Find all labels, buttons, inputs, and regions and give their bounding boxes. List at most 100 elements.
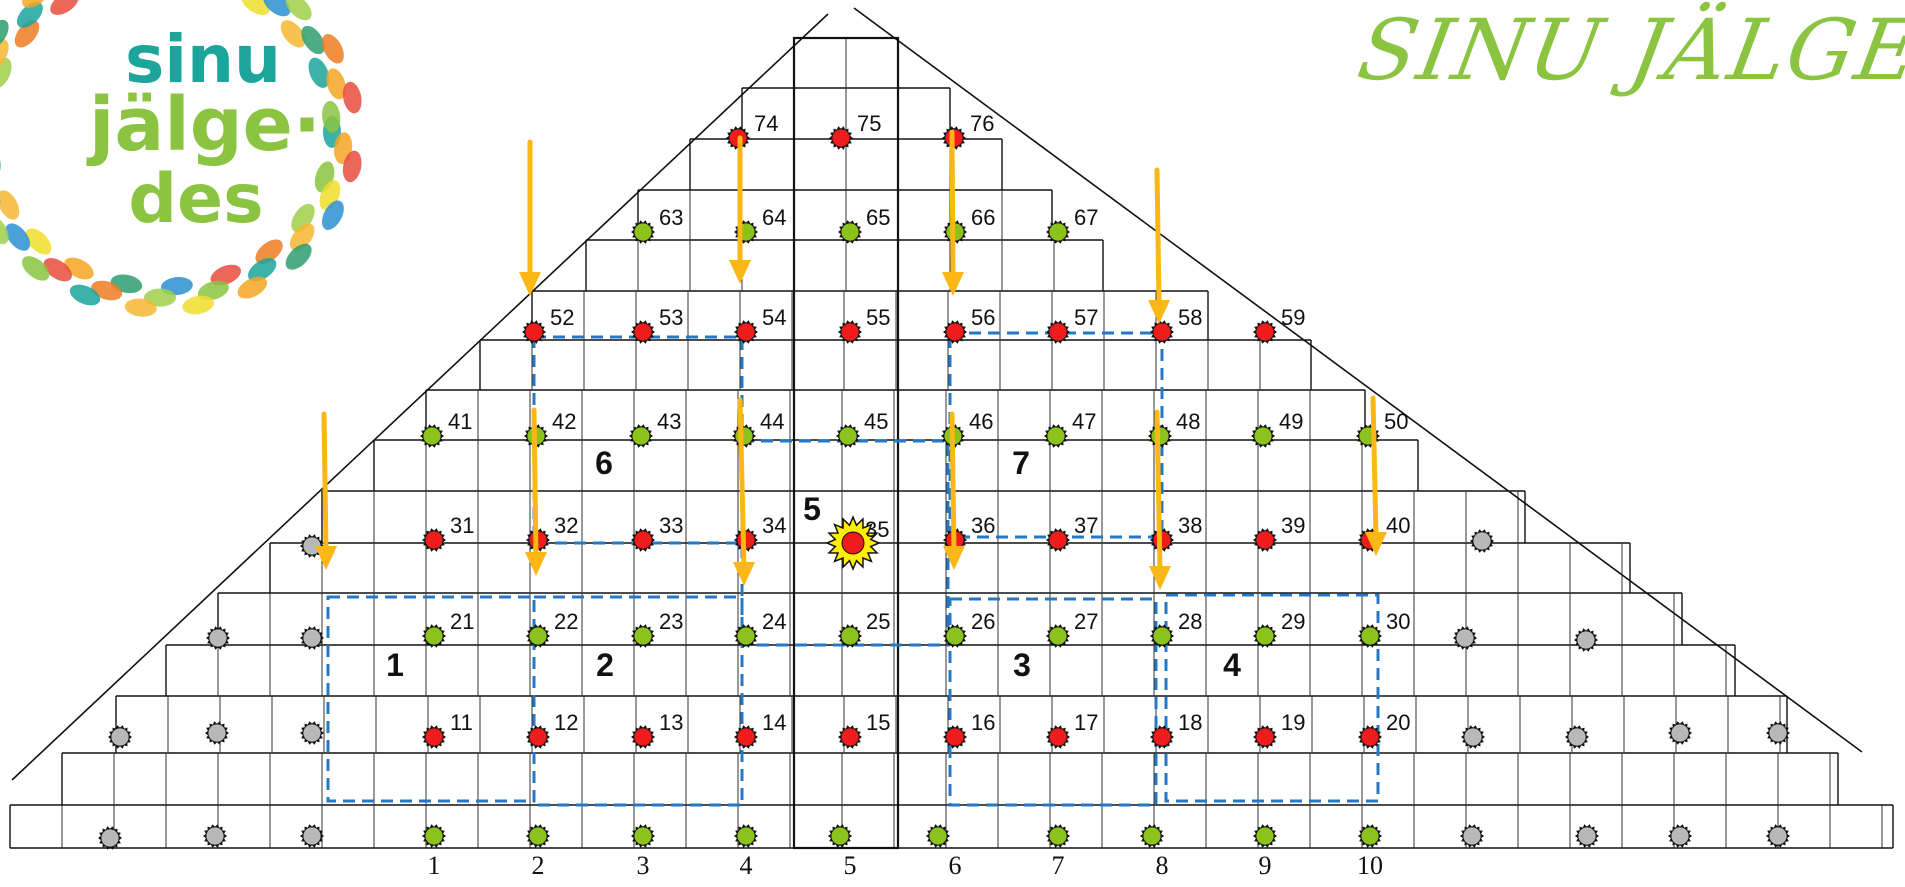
point-label-47: 47 xyxy=(1072,409,1096,434)
marker-fill xyxy=(303,629,320,646)
marker-fill xyxy=(303,724,320,741)
zone-label-7: 7 xyxy=(1012,445,1030,481)
column-label-7: 7 xyxy=(1052,851,1065,880)
point-label-58: 58 xyxy=(1178,305,1202,330)
marker-fill xyxy=(1671,827,1688,844)
marker-fill xyxy=(1153,627,1170,644)
marker-fill xyxy=(1577,631,1594,648)
logo-ring-blob xyxy=(46,0,83,20)
marker-fill xyxy=(841,323,858,340)
marker-fill xyxy=(529,728,546,745)
point-label-33: 33 xyxy=(659,513,683,538)
marker-fill xyxy=(1256,627,1273,644)
point-label-46: 46 xyxy=(969,409,993,434)
marker-fill xyxy=(1143,827,1160,844)
column-label-4: 4 xyxy=(740,851,753,880)
marker-fill xyxy=(737,627,754,644)
marker-fill xyxy=(206,827,223,844)
point-label-24: 24 xyxy=(762,609,786,634)
marker-fill xyxy=(634,531,651,548)
point-label-64: 64 xyxy=(762,205,786,230)
gray-point xyxy=(205,721,229,744)
marker-fill xyxy=(111,728,128,745)
column-label-8: 8 xyxy=(1156,851,1169,880)
bottom-green-point xyxy=(1140,824,1164,847)
gray-point xyxy=(1565,725,1589,748)
marker-fill xyxy=(1769,827,1786,844)
red-point-17 xyxy=(1046,725,1070,748)
marker-fill xyxy=(634,223,651,240)
gray-point xyxy=(1575,824,1599,847)
marker-fill xyxy=(1568,728,1585,745)
column-label-9: 9 xyxy=(1259,851,1272,880)
marker-fill xyxy=(1464,728,1481,745)
point-label-20: 20 xyxy=(1386,710,1410,735)
gray-point xyxy=(300,721,324,744)
marker-fill xyxy=(529,827,546,844)
column-label-1: 1 xyxy=(428,851,441,880)
column-label-2: 2 xyxy=(532,851,545,880)
marker-fill xyxy=(1153,728,1170,745)
green-point-41 xyxy=(420,424,444,447)
marker-fill xyxy=(1049,323,1066,340)
point-label-25: 25 xyxy=(866,609,890,634)
gray-point xyxy=(1461,725,1485,748)
point-label-30: 30 xyxy=(1386,609,1410,634)
green-point-43 xyxy=(629,424,653,447)
gray-point xyxy=(1668,721,1692,744)
marker-fill xyxy=(735,427,752,444)
point-label-17: 17 xyxy=(1074,710,1098,735)
point-label-37: 37 xyxy=(1074,513,1098,538)
marker-fill xyxy=(929,827,946,844)
point-label-35: 35 xyxy=(865,517,889,542)
point-label-34: 34 xyxy=(762,513,786,538)
point-label-59: 59 xyxy=(1281,305,1305,330)
gray-point xyxy=(1574,628,1598,651)
arrow-shaft xyxy=(324,414,326,550)
marker-fill xyxy=(841,627,858,644)
point-label-43: 43 xyxy=(657,409,681,434)
green-point-47 xyxy=(1044,424,1068,447)
point-label-38: 38 xyxy=(1178,513,1202,538)
marker-fill xyxy=(634,827,651,844)
point-label-52: 52 xyxy=(550,305,574,330)
point-label-57: 57 xyxy=(1074,305,1098,330)
marker-fill xyxy=(1153,323,1170,340)
point-label-74: 74 xyxy=(754,111,778,136)
marker-fill xyxy=(1361,827,1378,844)
gray-point xyxy=(98,826,122,849)
marker-fill xyxy=(101,829,118,846)
column-label-10: 10 xyxy=(1357,851,1383,880)
arrow-head xyxy=(525,552,547,576)
point-label-67: 67 xyxy=(1074,205,1098,230)
point-label-32: 32 xyxy=(554,513,578,538)
bottom-green-point xyxy=(1253,824,1277,847)
marker-fill xyxy=(1254,427,1271,444)
point-label-29: 29 xyxy=(1281,609,1305,634)
marker-fill xyxy=(1256,728,1273,745)
marker-fill xyxy=(1256,531,1273,548)
arrow-head xyxy=(519,272,541,296)
point-label-41: 41 xyxy=(448,409,472,434)
point-label-18: 18 xyxy=(1178,710,1202,735)
marker-fill xyxy=(1049,728,1066,745)
point-label-16: 16 xyxy=(971,710,995,735)
arrow-head xyxy=(315,546,337,570)
point-label-26: 26 xyxy=(971,609,995,634)
green-point-29 xyxy=(1253,624,1277,647)
point-label-50: 50 xyxy=(1384,409,1408,434)
marker-fill xyxy=(632,427,649,444)
marker-fill xyxy=(946,323,963,340)
bottom-green-point xyxy=(631,824,655,847)
marker-fill xyxy=(841,223,858,240)
arrow-head xyxy=(733,562,755,586)
point-label-44: 44 xyxy=(760,409,784,434)
arrow-shaft xyxy=(952,132,953,276)
point-label-56: 56 xyxy=(971,305,995,330)
red-point-16 xyxy=(943,725,967,748)
gray-point xyxy=(1460,824,1484,847)
marker-fill xyxy=(634,728,651,745)
